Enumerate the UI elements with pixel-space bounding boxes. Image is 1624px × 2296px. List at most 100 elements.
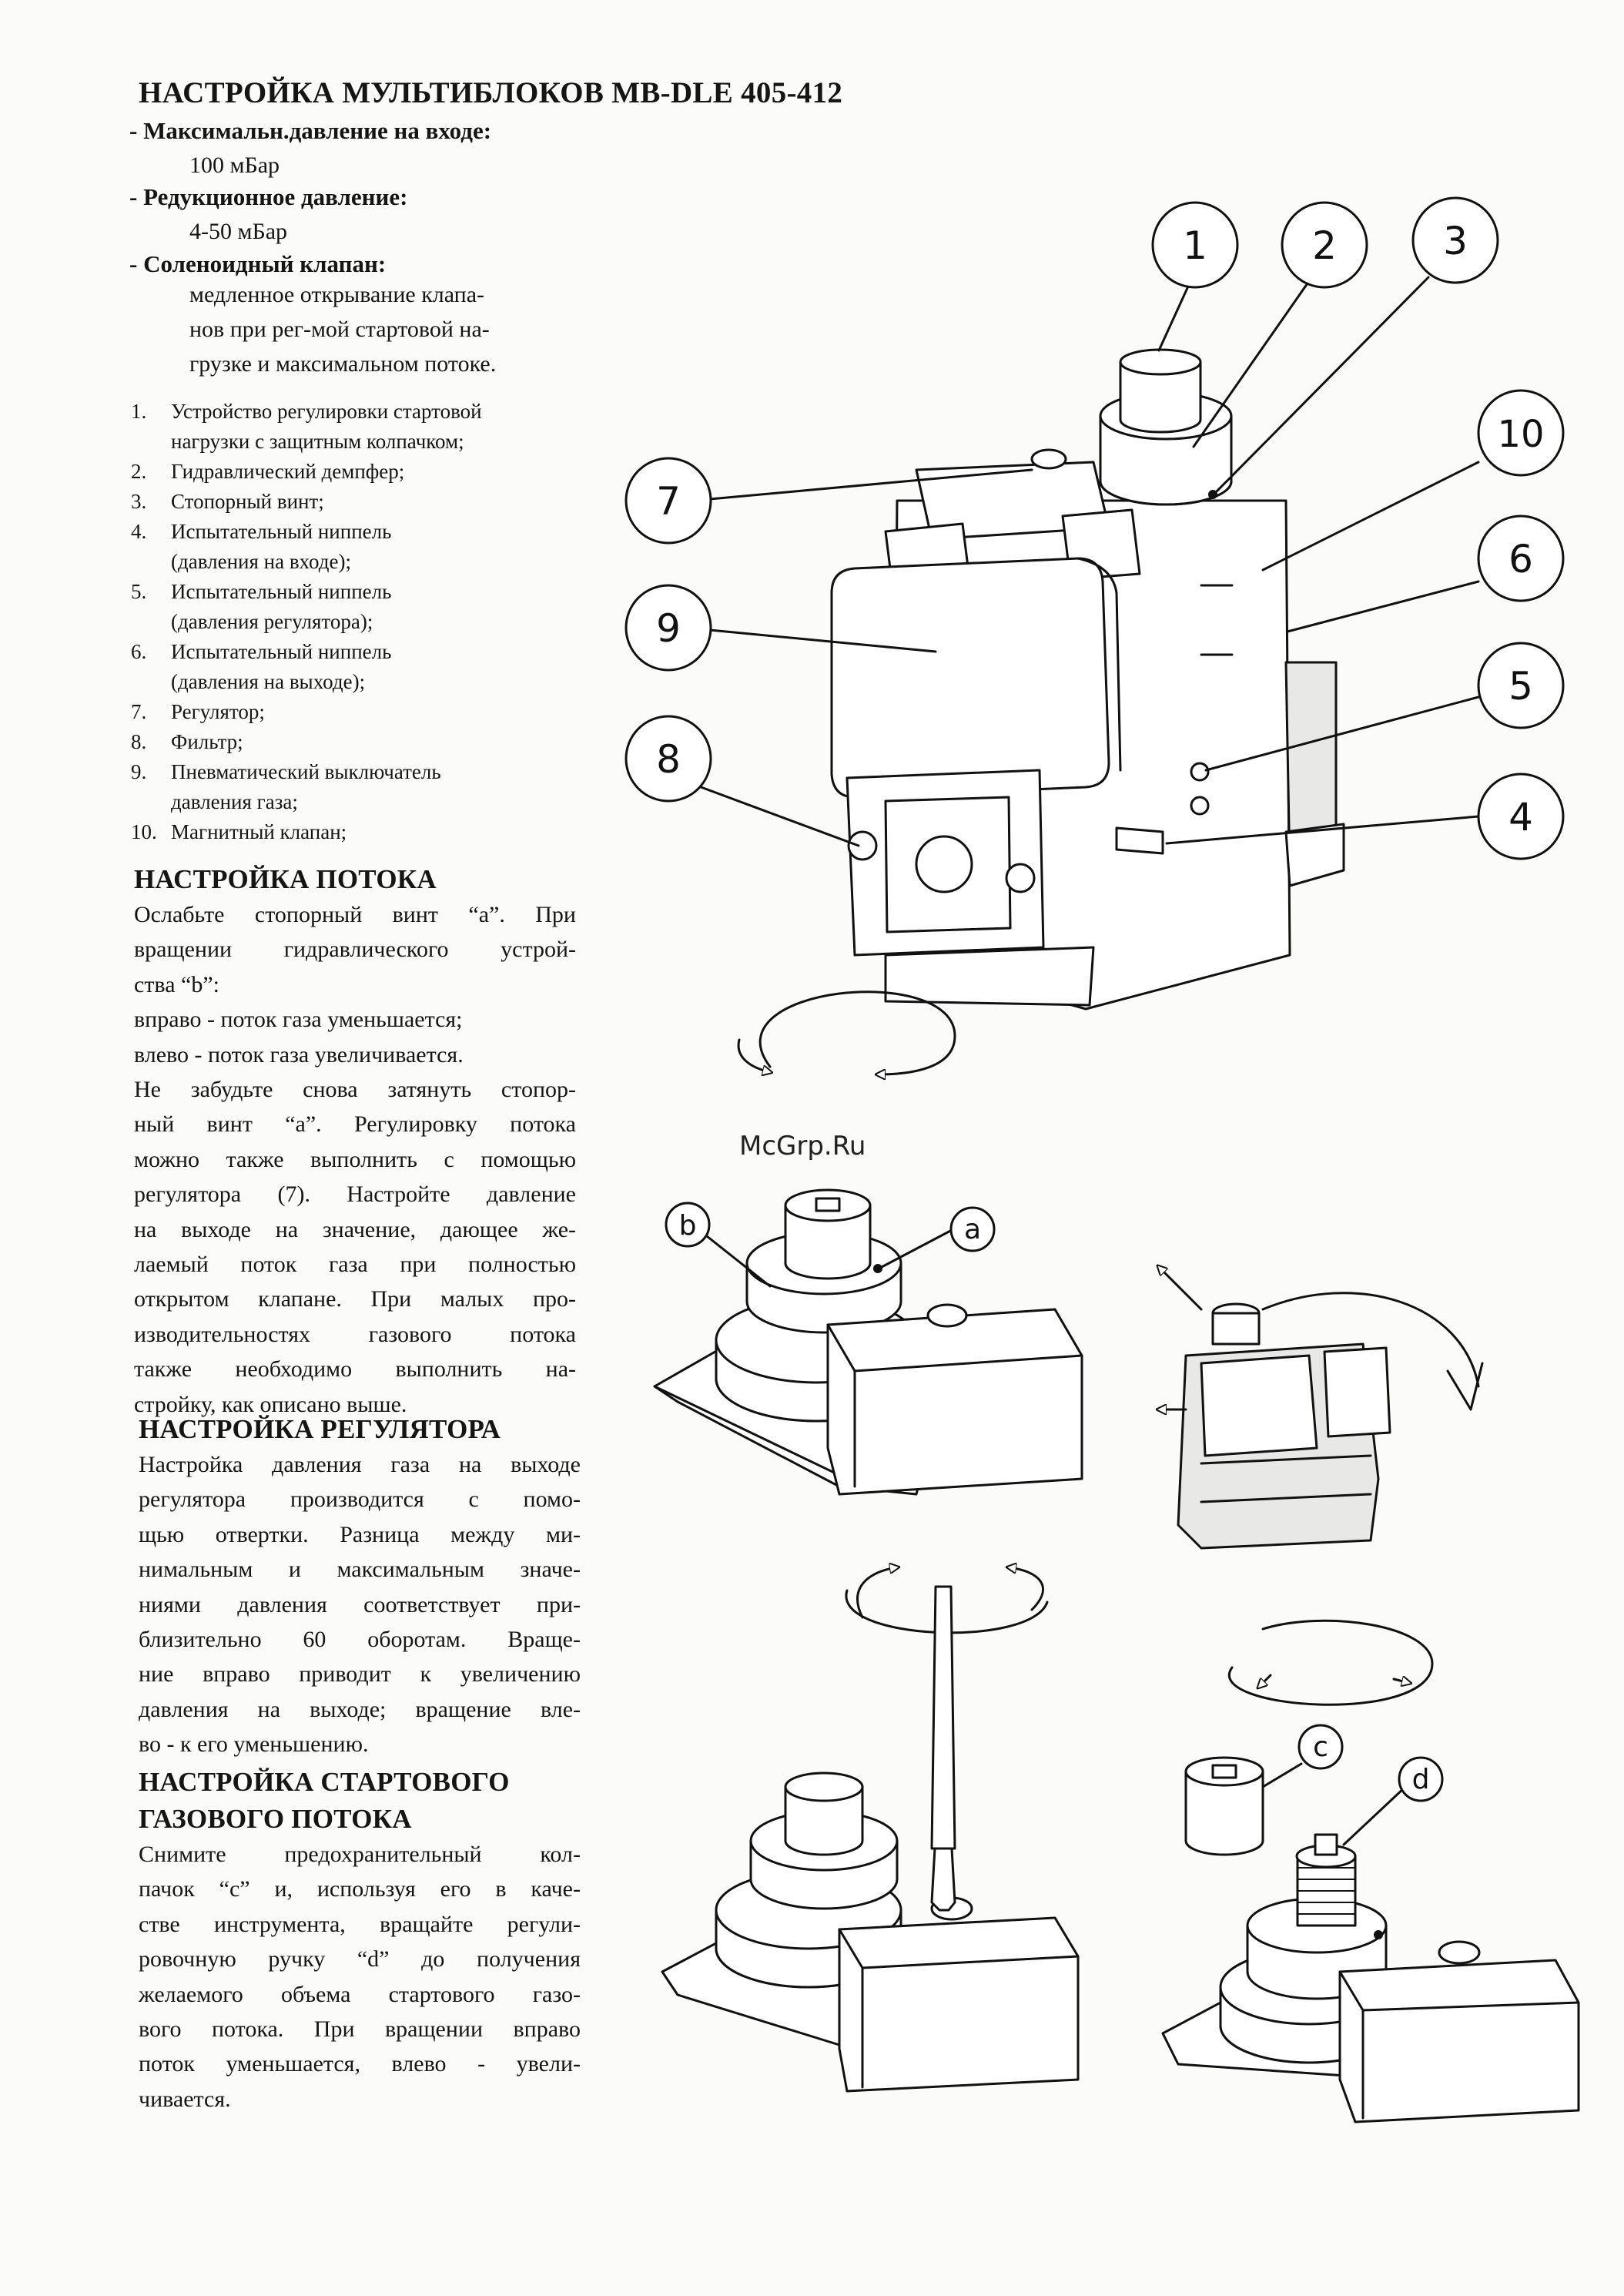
section-heading-start-line2: ГАЗОВОГО ПОТОКА: [139, 1804, 412, 1834]
part-text: Гидравлический демпфер;: [171, 460, 405, 483]
pressure-switch-housing: [830, 557, 1110, 799]
part-text: (давления на выходе);: [171, 670, 366, 693]
part-text: Стопорный винт;: [171, 490, 324, 513]
screwdriver-tip: [930, 1847, 956, 1912]
text-line: Не забудьте снова затянуть стопор-: [134, 1077, 576, 1103]
text-line: ровочную ручку “d” до получения: [139, 1946, 581, 1973]
text-line: стройку, как описано выше.: [134, 1391, 407, 1417]
adjust-knob: [784, 1204, 872, 1280]
text-line: лаемый поток газа при полностью: [134, 1252, 576, 1278]
text-line: давления на выходе; вращение вле-: [139, 1696, 581, 1722]
part-text: Фильтр;: [171, 730, 243, 753]
callout-label: 4: [1508, 795, 1533, 840]
callout-1: 1: [1151, 201, 1239, 289]
leader-line-b: [705, 1235, 772, 1288]
parts-list-item: 10.Магнитный клапан;: [131, 817, 482, 847]
regulator-box-edges: [1338, 1970, 1580, 2120]
parts-list-item: 7.Регулятор;: [131, 697, 482, 727]
leader-line-7: [708, 468, 1033, 501]
callout-8: 8: [624, 715, 712, 803]
part-number: 5.: [131, 580, 147, 603]
arrow-head-icon: [1446, 1362, 1484, 1411]
filter-port: [915, 835, 973, 893]
part-text: (давления регулятора);: [171, 610, 373, 633]
text-line: ный винт “a”. Регулировку потока: [134, 1111, 576, 1138]
filter-bolt-right: [1005, 863, 1036, 893]
text-line: также необходимо выполнить на-: [134, 1356, 576, 1383]
callout-label: 3: [1443, 219, 1468, 263]
protective-cap-c: [1184, 1770, 1264, 1856]
part-number: 10.: [131, 820, 157, 843]
leader-line-6: [1286, 580, 1480, 633]
leader-line-8: [695, 784, 860, 847]
label-a: a: [949, 1206, 996, 1252]
text-line: ства “b”:: [134, 971, 219, 997]
leader-line-c: [1261, 1762, 1303, 1788]
part-text: (давления на входе);: [171, 550, 351, 573]
parts-list-item: 5. Испытательный ниппель (давления регулят…: [131, 577, 482, 637]
callout-label: 5: [1508, 664, 1533, 709]
label-b: b: [665, 1202, 711, 1248]
parts-list-item: 6.Испытательный ниппель(давления на выхо…: [131, 637, 482, 697]
callout-6: 6: [1477, 515, 1565, 602]
text-line: регулятора производится с помо-: [139, 1487, 581, 1513]
text-line: изводительностях газового потока: [134, 1321, 576, 1347]
start-adjust-cap-top: [1119, 348, 1202, 376]
part-number: 4.: [131, 520, 147, 543]
small-valve-lines: [1200, 1454, 1372, 1503]
text-line: чивается.: [139, 2086, 231, 2112]
leader-line-3: [1214, 276, 1430, 494]
text-line: поток уменьшается, влево - увели-: [139, 2051, 581, 2077]
test-nipple-5a: [1190, 762, 1210, 782]
start-adjust-cap: [1119, 360, 1202, 434]
leader-line-5: [1204, 696, 1480, 772]
rotation-arrow-icon: [856, 1567, 897, 1619]
text-line: регулятора (7). Настройте давление: [134, 1182, 576, 1208]
rotation-arrow-icon: [1009, 1567, 1044, 1611]
text-line: во - к его уменьшению.: [139, 1731, 369, 1758]
leader-line-d: [1342, 1785, 1407, 1846]
text-line: Снимите предохранительный кол-: [139, 1842, 581, 1867]
callout-label: 2: [1312, 223, 1337, 268]
callout-7: 7: [624, 457, 712, 545]
regulator-box: [1338, 1959, 1580, 2123]
parts-list-item: 3.Стопорный винт;: [131, 487, 482, 517]
callouts: 1 2 3 10 7 6 9 5 8 4: [624, 196, 1565, 860]
locking-screw-a: [873, 1264, 882, 1273]
screwdriver-handle: [930, 1585, 956, 1850]
label-d: d: [1398, 1756, 1444, 1802]
detail-flow-adjustment: b a: [653, 1188, 1083, 1496]
watermark: McGrp.Ru: [739, 1131, 866, 1161]
section-body-start: Снимите предохранительный кол- пачок “c”…: [139, 1837, 581, 2117]
spec-inlet-pressure-value: 100 мБар: [189, 153, 280, 178]
text-line: влево - поток газа увеличивается.: [134, 1041, 464, 1068]
part-text: Регулятор;: [171, 700, 265, 723]
part-text: Испытательный ниппель: [171, 520, 392, 543]
spec-inlet-pressure-label: - Максимальн.давление на входе:: [129, 117, 492, 144]
regulator-box: [838, 1916, 1080, 2093]
direction-arrow-icon: [1159, 1267, 1203, 1311]
part-number: 6.: [131, 640, 147, 663]
label-a-text: a: [964, 1214, 981, 1245]
spec-solenoid-line: нов при рег-мой стартовой на-: [189, 317, 490, 342]
mount-plate-edge: [653, 1385, 849, 1480]
regulator-box-edges: [838, 1928, 1080, 2089]
regulator-screw: [1030, 448, 1067, 470]
detail-start-flow: c d: [1161, 1619, 1580, 2123]
hex-socket: [815, 1197, 841, 1212]
part-text: нагрузки с защитным колпачком;: [171, 430, 464, 453]
part-text: Устройство регулировки стартовой: [171, 400, 482, 423]
callout-3: 3: [1411, 196, 1499, 284]
body-marks: [1200, 584, 1234, 656]
rotation-arrow-icon: [758, 990, 956, 1074]
part-text: Испытательный ниппель: [171, 580, 392, 603]
label-c: c: [1298, 1724, 1344, 1770]
rotation-arrow-icon: [1228, 1619, 1434, 1706]
text-line: ниями давления соответствует при-: [139, 1591, 581, 1617]
spec-solenoid-description: медленное открывание клапа- нов при рег-…: [189, 277, 496, 381]
text-line: вращении гидравлического устрой-: [134, 937, 576, 963]
text-line: нимальным и максимальным значе-: [139, 1557, 581, 1583]
text-line: желаемого объема стартового газо-: [139, 1981, 581, 2007]
callout-10: 10: [1477, 389, 1565, 477]
